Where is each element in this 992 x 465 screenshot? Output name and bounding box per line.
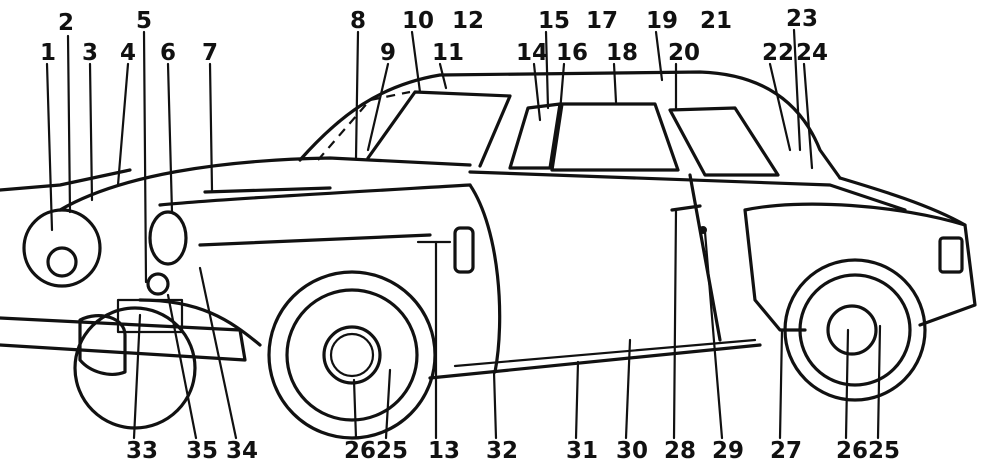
callout-3: 3 (82, 40, 99, 66)
callout-13: 13 (428, 438, 461, 464)
callout-25-front: 25 (376, 438, 409, 464)
side-trim-strip (198, 233, 432, 247)
rear-fender (743, 202, 967, 332)
callout-28: 28 (664, 438, 697, 464)
rear-tire (783, 258, 927, 402)
hood-line (58, 156, 472, 212)
door-rear-edge (688, 173, 722, 342)
callout-21: 21 (700, 8, 733, 34)
tail-light (938, 236, 964, 274)
callout-27: 27 (770, 438, 803, 464)
callout-29: 29 (712, 438, 745, 464)
front-fender (158, 183, 472, 207)
callout-31: 31 (566, 438, 599, 464)
body-front-far (0, 168, 132, 192)
callout-16: 16 (556, 40, 589, 66)
callout-26-front: 26 (344, 438, 377, 464)
front-tire-inner (285, 288, 419, 422)
spinner-center (46, 246, 78, 278)
door-glass-front (550, 102, 680, 172)
callout-18: 18 (606, 40, 639, 66)
callout-6: 6 (160, 40, 177, 66)
callout-22: 22 (762, 40, 795, 66)
callout-19: 19 (646, 8, 679, 34)
front-hubcap-center (329, 332, 375, 378)
callout-25-rear: 25 (868, 438, 901, 464)
rear-tire-inner (798, 273, 912, 387)
roof-outline (298, 70, 842, 180)
rocker-panel (428, 343, 762, 380)
callout-9: 9 (380, 40, 397, 66)
rocker-trim (453, 338, 757, 368)
callout-35: 35 (186, 438, 219, 464)
callout-2: 2 (58, 10, 75, 36)
callout-24: 24 (796, 40, 829, 66)
hood-trim (203, 186, 332, 194)
bumper-guard (78, 314, 127, 376)
callout-1: 1 (40, 40, 57, 66)
callout-33: 33 (126, 438, 159, 464)
callout-7: 7 (202, 40, 219, 66)
fender-vent (453, 226, 475, 274)
windshield (366, 90, 512, 168)
callout-11: 11 (432, 40, 465, 66)
callout-10: 10 (402, 8, 435, 34)
callout-8: 8 (350, 8, 367, 34)
callout-5: 5 (136, 8, 153, 34)
rear-hubcap (826, 304, 878, 356)
callout-14: 14 (516, 40, 549, 66)
callout-15: 15 (538, 8, 571, 34)
rear-side-window (668, 106, 780, 177)
callout-26-rear: 26 (836, 438, 869, 464)
headlight (148, 210, 188, 266)
callout-30: 30 (616, 438, 649, 464)
callout-34: 34 (226, 438, 259, 464)
callout-4: 4 (120, 40, 137, 66)
callout-32: 32 (486, 438, 519, 464)
callout-12: 12 (452, 8, 485, 34)
callout-23: 23 (786, 6, 819, 32)
callout-20: 20 (668, 40, 701, 66)
spinner-nose (22, 208, 102, 288)
front-hubcap (322, 325, 382, 385)
callout-17: 17 (586, 8, 619, 34)
front-fender-edge (468, 183, 502, 374)
parking-light (146, 272, 170, 296)
front-fender-lower (138, 298, 262, 347)
body-beltline (468, 170, 907, 212)
